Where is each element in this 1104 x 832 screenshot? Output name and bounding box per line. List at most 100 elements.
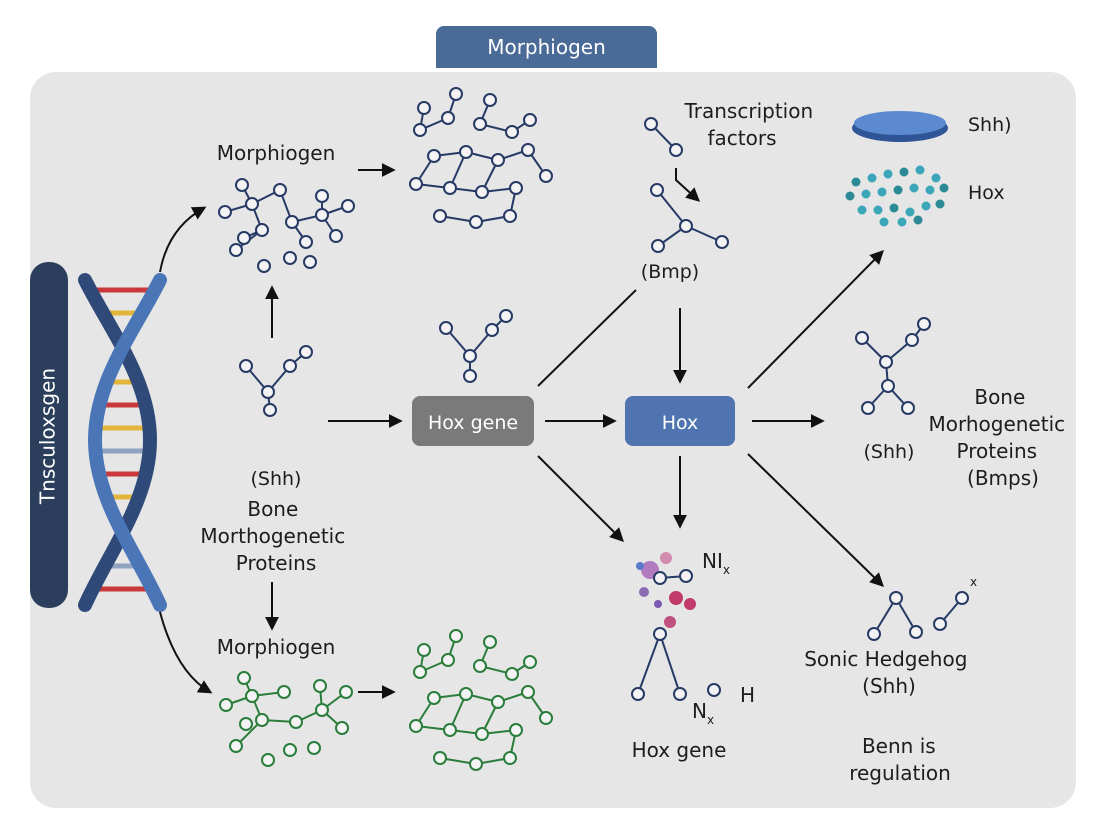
molecule-atom: [491, 695, 505, 709]
molecule-atom: [229, 739, 243, 753]
hox-box[interactable]: [625, 396, 735, 446]
arrow-dna-to-bottom: [159, 611, 213, 694]
arrow-hox-gene-to-ni: [537, 455, 624, 542]
h-label: H: [740, 683, 755, 707]
molecule-atom: [469, 757, 483, 771]
molecule-atom: [315, 703, 329, 717]
molecule-atom: [483, 93, 497, 107]
molecule-atom: [909, 625, 923, 639]
molecule-atom: [905, 333, 919, 347]
molecule-atom: [219, 698, 233, 712]
shh-right-label: Shh): [968, 114, 1012, 136]
bone-right-label: Bone Morhogenetic Proteins (Bmps): [928, 385, 1071, 490]
dot: [889, 203, 899, 213]
purple-blobs-icon: [636, 552, 696, 628]
hox-gene-bottom-label: Hox gene: [632, 738, 727, 762]
dot: [879, 217, 889, 227]
molecule-bond: [873, 597, 897, 635]
molecule-atom: [879, 355, 893, 369]
dot: [877, 187, 887, 197]
molecule-atom: [283, 743, 297, 757]
molecule-atom: [229, 243, 243, 257]
diagram-panel: [30, 72, 1076, 808]
dot: [873, 205, 883, 215]
molecule-atom: [955, 591, 969, 605]
molecule-atom: [855, 331, 869, 345]
n-text: N: [692, 699, 707, 723]
molecule-atom: [245, 689, 259, 703]
molecule-atom: [335, 721, 349, 735]
molecule-atom: [283, 359, 297, 373]
bmp-label: (Bmp): [641, 261, 699, 283]
hox-box-label: Hox: [662, 412, 699, 434]
molecule-atom: [237, 671, 251, 685]
molecule-atom: [523, 655, 537, 669]
dot: [931, 173, 941, 183]
molecule-atom: [473, 659, 487, 673]
bone-right-line-2: Morhogenetic: [928, 412, 1065, 436]
molecule-atom: [413, 665, 427, 679]
arrow-transcription-inner: [675, 168, 701, 202]
molecule-atom: [283, 251, 297, 265]
dot: [939, 183, 949, 193]
bone-left-line-2: Morthogenetic: [200, 524, 345, 548]
molecule-atom: [313, 679, 327, 693]
molecule-atom: [631, 687, 645, 701]
arrow-hox-gene-to-bmp: [537, 289, 637, 387]
molecule-atom: [679, 569, 693, 583]
molecule-atom: [413, 123, 427, 137]
molecule-atom: [469, 215, 483, 229]
molecule-atom: [307, 741, 321, 755]
molecule-atom: [644, 117, 658, 131]
sonic-hedgehog-label: Sonic Hedgehog (Shh): [804, 647, 974, 698]
molecule-atom: [433, 751, 447, 765]
molecule-atom: [539, 711, 553, 725]
molecule-atom: [933, 617, 947, 631]
molecule-atom: [483, 635, 497, 649]
molecule-atom: [669, 143, 683, 157]
molecule-atom: [315, 208, 329, 222]
purple-blob: [636, 562, 644, 570]
dot: [857, 205, 867, 215]
molecule-atom: [299, 235, 313, 249]
purple-blob: [639, 587, 649, 597]
n-label: Nx: [692, 699, 714, 727]
molecule-atom: [277, 685, 291, 699]
molecule-atom: [521, 143, 535, 157]
molecule-atom: [261, 753, 275, 767]
hox-gene-box-label: Hox gene: [428, 412, 518, 434]
dot: [899, 167, 909, 177]
molecule-atom: [499, 309, 513, 323]
molecule-atom: [917, 317, 931, 331]
transcription-line-1: Transcription: [684, 99, 814, 123]
molecule-atom: [861, 401, 875, 415]
purple-blob: [660, 552, 672, 564]
bone-left-line-1: Bone: [247, 497, 298, 521]
molecule-atom: [315, 189, 329, 203]
hox-gene-box[interactable]: [412, 396, 534, 446]
dot: [905, 207, 915, 217]
ni-label: NIx: [702, 549, 730, 577]
benn-label: Benn is regulation: [849, 734, 951, 785]
molecule-atom: [449, 87, 463, 101]
molecule-atom: [257, 259, 271, 273]
molecule-atom: [485, 323, 499, 337]
ni-subscript: x: [723, 563, 730, 577]
molecule-atom: [651, 239, 665, 253]
molecule-atom: [443, 723, 457, 737]
molecule-atom: [409, 177, 423, 191]
dna-helix-icon: [78, 273, 167, 612]
molecule-atom: [509, 181, 523, 195]
molecule-atom: [239, 359, 253, 373]
dot: [925, 185, 935, 195]
molecule-atom: [439, 321, 453, 335]
molecule-atom: [417, 643, 431, 657]
molecule-atom: [653, 627, 667, 641]
transcription-label: Transcription factors: [684, 99, 820, 150]
molecule-atom: [503, 209, 517, 223]
molecule-bond: [637, 633, 661, 695]
morphiogen-bottom-label: Morphiogen: [217, 635, 336, 659]
shh-mid-right-label: (Shh): [864, 441, 915, 463]
molecule-atom: [707, 683, 721, 697]
molecule-atom: [409, 719, 423, 733]
